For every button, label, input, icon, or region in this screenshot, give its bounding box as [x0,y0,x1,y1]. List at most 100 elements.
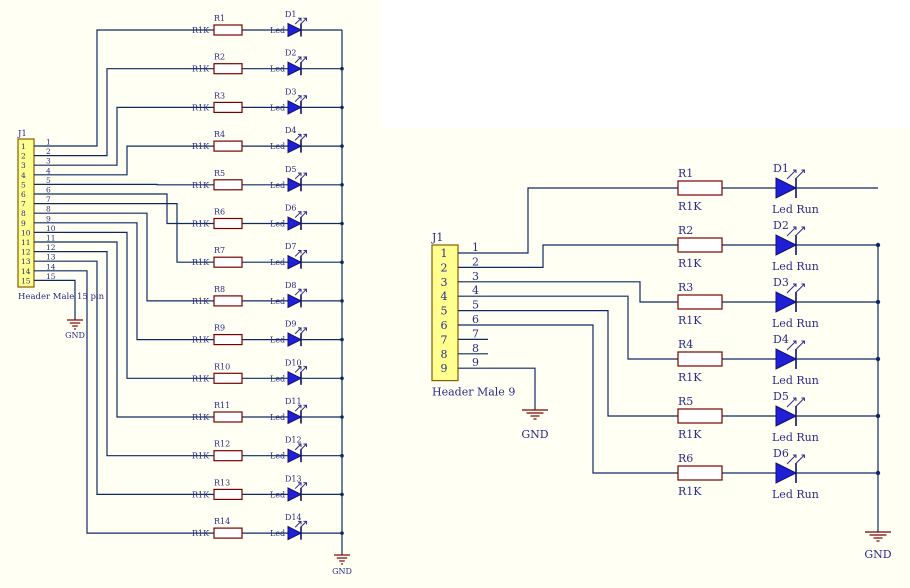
light-arrow [786,454,797,465]
led-designator: D4 [773,333,789,346]
led-value: Led [270,452,285,461]
resistor-value: R1K [192,336,210,345]
resistor-designator: R3 [678,281,693,294]
led-triangle [287,216,303,231]
wire-row-6 [488,324,678,474]
resistor-R14 [213,527,243,539]
resistor-value: R1K [678,314,702,327]
led-triangle [287,138,303,154]
header-pin-number-outer: 4 [472,284,479,297]
resistor-designator: R2 [214,53,225,62]
resistor-designator: R10 [214,362,230,371]
led-D6 [287,211,307,231]
resistor-value: R1K [192,220,210,229]
wire-row-5 [488,310,678,417]
resistor-designator: R9 [214,324,225,333]
led-D10 [287,366,307,386]
led-designator: D3 [285,87,297,96]
gnd-label: GND [521,428,548,441]
resistor-R4 [677,351,723,367]
header-pin-number-inner: 7 [441,333,448,346]
header-pin-number-outer: 2 [472,255,479,268]
light-arrow [294,521,302,528]
led-designator: D6 [773,447,789,460]
led-triangle [287,22,303,38]
resistor-R4 [213,140,243,152]
header-name: Header Male 9 [432,386,515,399]
resistor-R2 [213,63,243,75]
resistor-designator: R6 [678,452,693,465]
wire-row-2 [488,244,678,268]
light-arrow [294,17,302,25]
led-triangle [287,487,303,502]
header-pin-number-inner: 4 [21,171,26,180]
resistor-value: R1K [192,65,210,74]
light-arrow [294,327,302,335]
header-pin-number-inner: 6 [21,190,26,199]
light-arrow-head [298,404,302,409]
led-triangle [287,293,303,309]
led-value: Led [270,413,285,422]
header-pin-number-inner: 7 [21,200,26,209]
light-arrow-head [303,56,307,60]
led-D7 [287,250,307,270]
header-pin-number-inner: 9 [21,219,26,228]
led-designator: D5 [285,165,297,174]
light-arrow-head [298,366,302,370]
light-arrow [786,397,797,408]
led-value: Led [270,26,285,35]
wire-gnd [488,367,536,410]
light-arrow [294,172,302,180]
light-arrow-head [303,17,307,22]
light-arrow [294,250,302,257]
light-arrow [300,56,307,64]
resistor-designator: R8 [214,285,225,294]
light-arrow-head [303,520,307,525]
wire-row-1 [488,187,678,254]
schematic-sheet-left [0,0,382,588]
header-pin-number-outer: 10 [46,224,56,233]
led-value: Led [270,374,285,383]
light-arrow-head [303,133,307,138]
header-pin-number-inner: 5 [441,305,448,318]
light-arrow [294,404,302,412]
light-arrow [294,211,302,219]
wire-row-9 [56,222,214,341]
resistor-value: R1K [192,529,210,538]
led-triangle [287,177,303,193]
resistor-R3 [213,101,243,114]
led-D2 [775,226,805,256]
light-arrow [300,443,307,451]
led-triangle [775,177,798,199]
led-designator: D2 [285,49,297,58]
light-arrow-head [298,56,302,60]
led-designator: D1 [773,162,789,175]
header-pin-number-inner: 2 [441,261,448,274]
light-arrow [294,95,302,102]
header-pin-number-inner: 8 [441,348,448,361]
resistor-R5 [213,179,243,191]
wire-row-11 [56,241,214,418]
header-pin-number-inner: 6 [441,319,448,332]
light-arrow [294,482,302,489]
resistor-value: R1K [678,257,702,270]
resistor-value: R1K [678,200,702,213]
light-arrow-head [303,95,307,99]
resistor-designator: R14 [214,517,230,526]
light-arrow-head [801,226,805,230]
light-arrow-head [298,443,302,447]
light-arrow-head [793,226,797,230]
light-arrow-head [303,211,307,215]
light-arrow [300,288,307,296]
resistor-designator: R13 [214,478,230,487]
light-arrow-head [801,454,805,458]
light-arrow-head [298,482,302,486]
light-arrow [294,443,302,451]
header-pin-number-outer: 8 [46,205,51,214]
resistor-value: R1K [678,485,702,498]
led-value: Led [270,336,285,345]
led-triangle [287,370,303,386]
led-D4 [287,133,307,154]
